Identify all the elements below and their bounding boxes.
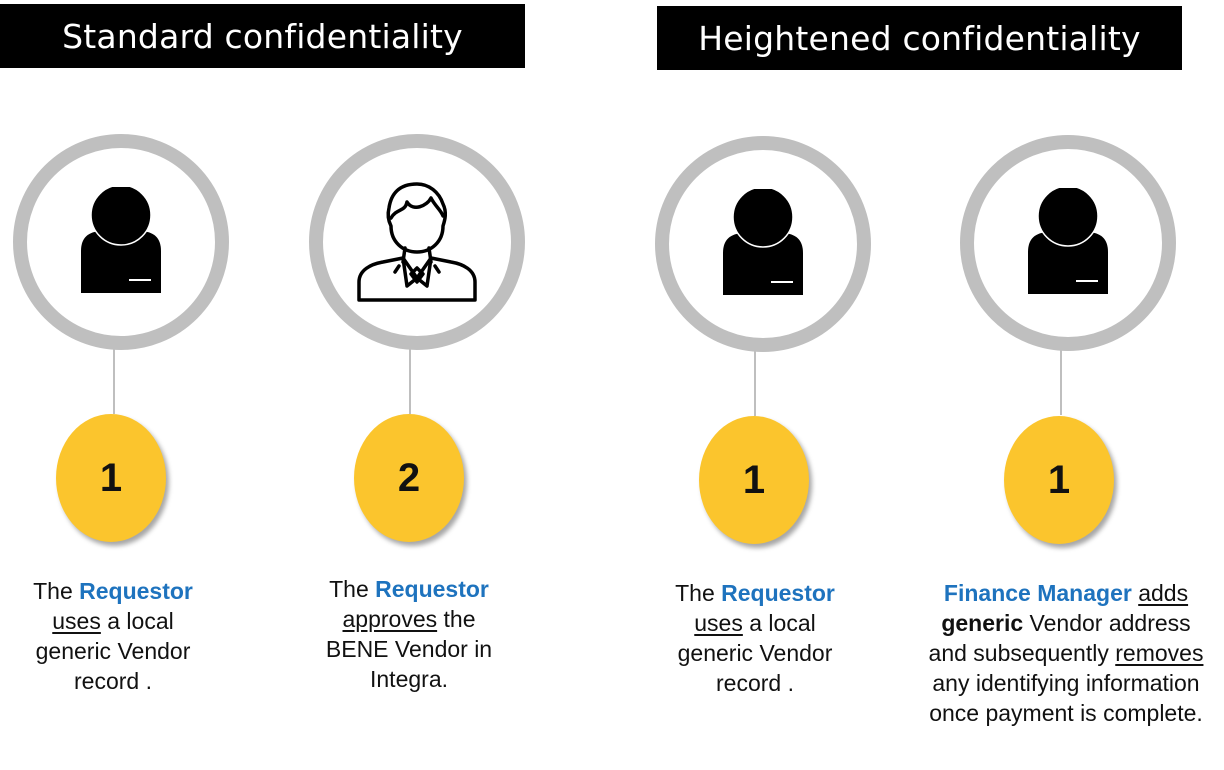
caption-text: Vendor address and subsequently [928, 610, 1191, 666]
user-silhouette-icon [1028, 188, 1108, 294]
avatar-ring [655, 136, 871, 352]
step-caption: The Requestor approves the BENE Vendor in… [309, 574, 509, 694]
connector-line [754, 350, 756, 416]
caption-text: The [329, 576, 376, 602]
avatar-ring [960, 135, 1176, 351]
step-caption: The Requestor uses a local generic Vendor… [13, 576, 213, 696]
step-requestor-uses-heightened: 1 The Requestor uses a local generic Vend… [655, 0, 885, 770]
caption-text: The [675, 580, 722, 606]
role-requestor: Requestor [79, 578, 193, 604]
standard-confidentiality-header: Standard confidentiality [0, 4, 525, 68]
avatar-ring [13, 134, 229, 350]
connector-line [113, 348, 115, 414]
heightened-confidentiality-header: Heightened confidentiality [657, 6, 1182, 70]
step-caption: Finance Manager adds generic Vendor addre… [926, 578, 1206, 728]
businessman-icon [357, 182, 477, 302]
step-number: 1 [742, 457, 766, 502]
role-requestor: Requestor [375, 576, 489, 602]
step-finance-manager: 1 Finance Manager adds generic Vendor add… [929, 0, 1224, 770]
caption-text: a local generic Vendor record . [35, 608, 191, 694]
step-number: 1 [1047, 457, 1071, 502]
step-number-badge: 2 [354, 414, 464, 542]
action-verb: approves [342, 606, 438, 632]
step-number-badge: 1 [699, 416, 809, 544]
connector-line [1060, 349, 1062, 415]
caption-text: the BENE Vendor in Integra. [325, 606, 493, 692]
role-requestor: Requestor [721, 580, 835, 606]
step-requestor-approves: 2 The Requestor approves the BENE Vendor … [309, 0, 539, 770]
caption-text: The [33, 578, 80, 604]
step-number-badge: 1 [56, 414, 166, 542]
step-number-badge: 1 [1004, 416, 1114, 544]
step-number: 2 [397, 455, 421, 500]
connector-line [409, 348, 411, 414]
action-verb: uses [52, 608, 101, 634]
standard-header-label: Standard confidentiality [62, 16, 463, 56]
caption-text: any identifying information once payment… [929, 670, 1203, 726]
user-silhouette-icon [81, 187, 161, 293]
user-silhouette-icon [723, 189, 803, 295]
step-requestor-uses-standard: 1 The Requestor uses a local generic Vend… [13, 0, 243, 770]
step-number: 1 [99, 455, 123, 500]
role-finance-manager: Finance Manager [943, 580, 1132, 606]
caption-text: a local generic Vendor record . [677, 610, 833, 696]
action-verb: uses [694, 610, 743, 636]
emphasis-generic: generic [941, 610, 1024, 636]
action-verb: adds [1138, 580, 1189, 606]
action-verb: removes [1115, 640, 1204, 666]
step-caption: The Requestor uses a local generic Vendor… [655, 578, 855, 698]
avatar-ring [309, 134, 525, 350]
heightened-header-label: Heightened confidentiality [698, 18, 1141, 58]
